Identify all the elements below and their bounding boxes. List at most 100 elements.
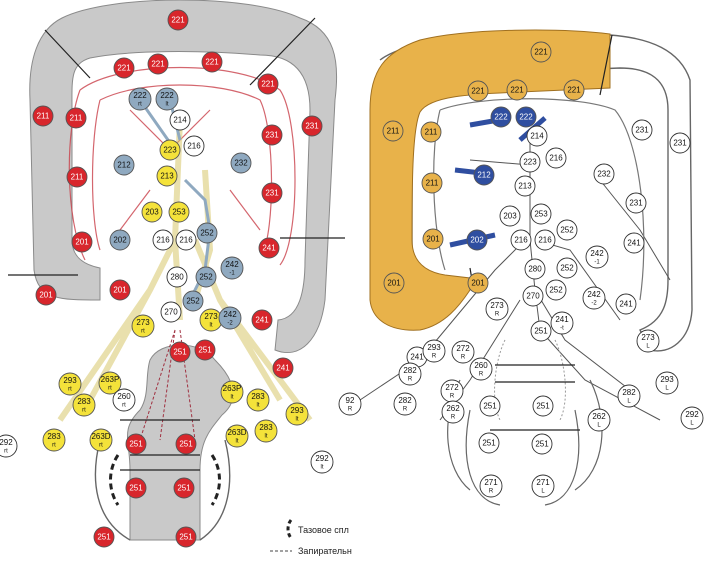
left-node-251: 251 <box>126 478 146 498</box>
left-node-292-lt: 292lt <box>311 451 333 473</box>
right-node-label: 203 <box>503 212 517 221</box>
left-node-251: 251 <box>170 342 190 362</box>
right-node-211: 211 <box>421 122 441 142</box>
left-node-label: 253 <box>172 208 186 217</box>
right-node-label: 221 <box>567 86 581 95</box>
right-node-242--2: 242-2 <box>583 287 605 309</box>
left-node-label: 221 <box>151 60 165 69</box>
left-node-213: 213 <box>157 166 177 186</box>
left-node-label: 214 <box>173 116 187 125</box>
right-node-201: 201 <box>468 273 488 293</box>
left-node-211: 211 <box>33 106 53 126</box>
left-node-label: 251 <box>129 440 143 449</box>
right-node-label: 231 <box>629 199 643 208</box>
left-node-label: 260 <box>117 392 131 401</box>
right-node-270: 270 <box>523 286 543 306</box>
right-node-251: 251 <box>532 434 552 454</box>
left-node-label: 231 <box>265 131 279 140</box>
left-node-252: 252 <box>183 291 203 311</box>
legend-obturator-text: Запирательн <box>298 546 352 556</box>
right-node-label: 252 <box>560 264 574 273</box>
right-node-sublabel: R <box>432 354 437 360</box>
right-node-221: 221 <box>531 42 551 62</box>
left-node-label: 251 <box>179 533 193 542</box>
left-node-242--1: 242-1 <box>221 257 243 279</box>
right-node-label: 251 <box>536 402 550 411</box>
right-node-212: 212 <box>474 165 494 185</box>
right-node-241--t: 241-t <box>551 312 573 334</box>
right-node-label: 293 <box>427 343 441 352</box>
left-node-241: 241 <box>273 358 293 378</box>
left-node-label: 263P <box>223 384 242 393</box>
left-node-label: 221 <box>205 58 219 67</box>
left-node-242--2: 242-2 <box>219 307 241 329</box>
right-node-label: 211 <box>426 179 439 188</box>
left-node-253: 253 <box>169 202 189 222</box>
right-node-label: 231 <box>635 126 649 135</box>
left-node-214: 214 <box>170 110 190 130</box>
right-node-label: 211 <box>387 127 400 136</box>
right-node-sublabel: -t <box>560 326 564 332</box>
right-node-label: 213 <box>518 182 532 191</box>
left-node-label: 211 <box>70 114 83 123</box>
right-node-242--1: 242-1 <box>586 246 608 268</box>
right-node-label: 282 <box>398 396 412 405</box>
left-node-222-lt: 222lt <box>156 88 178 110</box>
left-node-232: 232 <box>231 153 251 173</box>
left-node-293-rt: 293rt <box>59 373 81 395</box>
right-node-label: 221 <box>510 86 524 95</box>
right-node-251: 251 <box>480 396 500 416</box>
right-node-241: 241 <box>616 294 636 314</box>
right-node-sublabel: R <box>450 394 455 400</box>
right-node-251: 251 <box>531 321 551 341</box>
right-node-sublabel: R <box>403 407 408 413</box>
legend-pelvic-plexus-text: Тазовое спл <box>298 525 349 535</box>
right-node-label: 262 <box>446 404 460 413</box>
left-node-label: 252 <box>186 297 200 306</box>
left-node-label: 221 <box>171 16 185 25</box>
left-node-label: 222 <box>160 91 174 100</box>
left-node-label: 241 <box>276 364 290 373</box>
left-node-231: 231 <box>262 183 282 203</box>
left-node-label: 242 <box>223 310 237 319</box>
left-node-label: 251 <box>129 484 143 493</box>
right-node-202: 202 <box>467 230 487 250</box>
right-node-241: 241 <box>624 233 644 253</box>
left-node-211: 211 <box>67 167 87 187</box>
right-node-label: 222 <box>494 113 508 122</box>
left-node-251: 251 <box>176 434 196 454</box>
right-node-253: 253 <box>531 204 551 224</box>
right-node-sublabel: R <box>451 415 456 421</box>
right-node-232: 232 <box>594 164 614 184</box>
right-node-262-L: 262L <box>588 409 610 431</box>
right-node-260-R: 260R <box>470 358 492 380</box>
right-node-292-L: 292L <box>681 407 703 429</box>
left-node-label: 211 <box>37 112 50 121</box>
left-node-label: 292 <box>0 438 13 447</box>
left-node-202: 202 <box>110 230 130 250</box>
left-node-221: 221 <box>168 10 188 30</box>
left-node-241: 241 <box>259 238 279 258</box>
right-node-label: 242 <box>587 290 601 299</box>
right-node-214: 214 <box>527 126 547 146</box>
left-node-292-rt: 292rt <box>0 435 17 457</box>
right-node-sublabel: R <box>479 372 484 378</box>
right-node-label: 273 <box>641 333 655 342</box>
left-node-223: 223 <box>160 140 180 160</box>
left-node-label: 283 <box>259 423 273 432</box>
right-node-label: 201 <box>426 235 440 244</box>
right-node-label: 216 <box>538 236 552 245</box>
left-node-label: 222 <box>133 91 147 100</box>
right-node-label: 242 <box>590 249 604 258</box>
left-node-label: 293 <box>63 376 77 385</box>
left-node-sublabel: lt <box>236 439 239 445</box>
right-node-label: 201 <box>471 279 485 288</box>
left-node-sublabel: rt <box>108 386 112 392</box>
right-node-label: 214 <box>530 132 544 141</box>
left-node-sublabel: lt <box>296 417 299 423</box>
